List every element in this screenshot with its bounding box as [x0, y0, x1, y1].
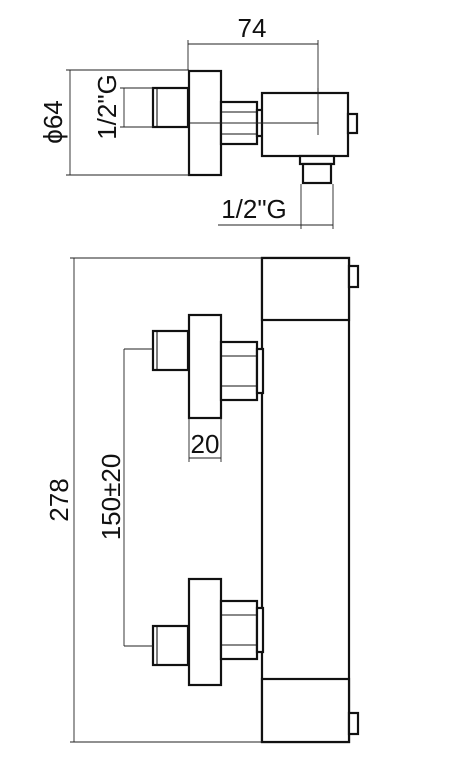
- dim-width-top: 74: [238, 13, 267, 43]
- front-bottom-cap: [260, 677, 351, 744]
- top-view: 74 ϕ64 1/2"G 1/2"G: [38, 13, 359, 229]
- dim-diameter: ϕ64: [38, 100, 68, 143]
- front-mixer-body: [260, 256, 351, 744]
- top-knob-stub: [346, 112, 359, 135]
- dim-fitting-width: 20: [191, 429, 220, 459]
- top-inlet-nut: [151, 86, 190, 129]
- front-view: 278 150±20 20: [44, 256, 360, 744]
- top-outlet: [298, 154, 336, 166]
- upper-connection: [124, 313, 265, 420]
- dim-total-height: 278: [44, 478, 74, 521]
- front-top-knob-stub: [347, 264, 360, 289]
- front-bottom-knob-stub: [347, 711, 360, 736]
- top-mixer-body: [260, 91, 350, 158]
- lower-connection: [124, 577, 265, 687]
- dim-outlet-thread: 1/2"G: [221, 194, 287, 224]
- front-top-cap: [260, 256, 351, 322]
- dim-inlet-thread: 1/2"G: [92, 74, 122, 140]
- dim-center-distance: 150±20: [96, 454, 126, 541]
